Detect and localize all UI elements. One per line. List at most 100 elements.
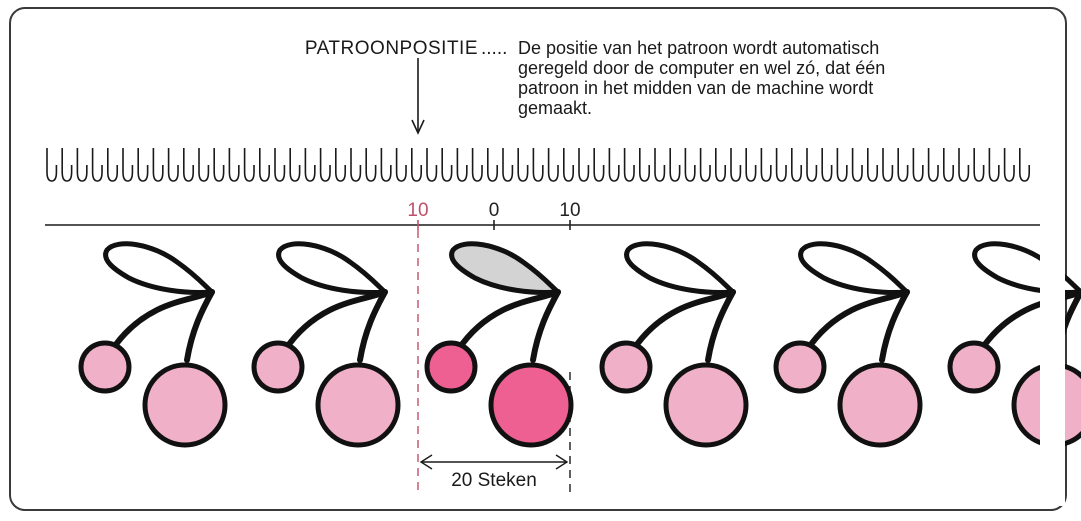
scale-label-left: 10 (407, 200, 429, 221)
description-line-3: patroon in het midden van de machine wor… (518, 78, 874, 98)
cherry-stem-right (530, 289, 561, 363)
scale-label-center: 0 (488, 200, 500, 221)
needle-hook-icon (183, 148, 195, 182)
needle-hook-icon (563, 148, 575, 182)
needle-hook-icon (152, 148, 164, 182)
needle-hook-icon (411, 148, 423, 182)
needle-hook-icon (502, 148, 514, 182)
cherry-stem-left (109, 289, 215, 353)
cherry-icon (773, 241, 923, 448)
needle-hook-icon (198, 148, 210, 182)
needle-hook-icon (547, 148, 559, 182)
cherry-icon (78, 241, 228, 448)
needle-hook-icon (61, 148, 73, 182)
needle-hook-icon (608, 148, 620, 182)
needle-hook-icon (821, 148, 833, 182)
needle-hook-icon (426, 148, 438, 182)
cherry-stem-right (184, 289, 215, 363)
needle-hook-icon (441, 148, 453, 182)
needle-row (46, 148, 1031, 182)
cherry-stem-left (978, 289, 1081, 353)
width-arrow (419, 454, 569, 470)
cherry-stem-right (705, 289, 736, 363)
needle-hook-icon (517, 148, 529, 182)
needle-hook-icon (304, 148, 316, 182)
needle-hook-icon (395, 148, 407, 182)
needle-hook-icon (973, 148, 985, 182)
needle-hook-icon (319, 148, 331, 182)
needle-hook-icon (335, 148, 347, 182)
needle-hook-icon (684, 148, 696, 182)
cherry-small (947, 340, 1001, 394)
needle-hook-icon (91, 148, 103, 182)
cherry-leaf (276, 241, 388, 295)
cherry-leaf (624, 241, 736, 295)
cherry-leaf (972, 241, 1081, 295)
cherry-stem-left (804, 289, 910, 353)
needle-hook-icon (122, 148, 134, 182)
cherry-small (78, 340, 132, 394)
needle-hook-icon (532, 148, 544, 182)
needle-hook-icon (107, 148, 119, 182)
needle-hook-icon (274, 148, 286, 182)
needle-hook-icon (715, 148, 727, 182)
needle-hook-icon (897, 148, 909, 182)
cherry-stem-left (630, 289, 736, 353)
cherry-large (315, 362, 401, 448)
cherry-leaf (449, 241, 561, 295)
needle-hook-icon (654, 148, 666, 182)
needle-hook-icon (1019, 148, 1031, 182)
stitch-width-label: 20 Steken (451, 470, 537, 491)
down-arrow-icon (411, 58, 425, 135)
needle-hook-icon (958, 148, 970, 182)
description-line-4: gemaakt. (518, 98, 593, 118)
needle-hook-icon (213, 148, 225, 182)
needle-hook-icon (699, 148, 711, 182)
cherry-large (837, 362, 923, 448)
leader-dots: ..... (481, 38, 508, 59)
needle-hook-icon (350, 148, 362, 182)
cherry-pattern-row (78, 241, 1081, 448)
needle-hook-icon (943, 148, 955, 182)
needle-hook-icon (730, 148, 742, 182)
needle-hook-icon (167, 148, 179, 182)
needle-hook-icon (851, 148, 863, 182)
pattern-position-label: PATROONPOSITIE (304, 38, 478, 59)
needle-hook-icon (46, 148, 58, 182)
needle-hook-icon (760, 148, 772, 182)
needle-hook-icon (380, 148, 392, 182)
cherry-icon-highlighted (424, 241, 574, 448)
needle-hook-icon (623, 148, 635, 182)
needle-hook-icon (137, 148, 149, 182)
needle-hook-icon (456, 148, 468, 182)
scale-label-right: 10 (559, 200, 581, 221)
cherry-stem-left (282, 289, 388, 353)
description-line-1: De positie van het patroon wordt automat… (518, 38, 880, 58)
description-block: De positie van het patroon wordt automat… (518, 38, 958, 118)
needle-hook-icon (471, 148, 483, 182)
needle-hook-icon (988, 148, 1000, 182)
needle-hook-icon (791, 148, 803, 182)
cherry-stem-left (455, 289, 561, 353)
needle-hook-icon (867, 148, 879, 182)
cherry-icon (599, 241, 749, 448)
needle-hook-icon (669, 148, 681, 182)
needle-hook-icon (745, 148, 757, 182)
needle-hook-icon (912, 148, 924, 182)
needle-hook-icon (289, 148, 301, 182)
needle-hook-icon (882, 148, 894, 182)
needle-hook-icon (76, 148, 88, 182)
cherry-small (251, 340, 305, 394)
needle-hook-icon (243, 148, 255, 182)
needle-hook-icon (578, 148, 590, 182)
needle-hook-icon (593, 148, 605, 182)
needle-hook-icon (1003, 148, 1015, 182)
needle-hook-icon (259, 148, 271, 182)
cherry-large (488, 362, 574, 448)
cherry-icon (251, 241, 401, 448)
right-edge-mask (1040, 226, 1065, 506)
cherry-small (773, 340, 827, 394)
cherry-small (599, 340, 653, 394)
